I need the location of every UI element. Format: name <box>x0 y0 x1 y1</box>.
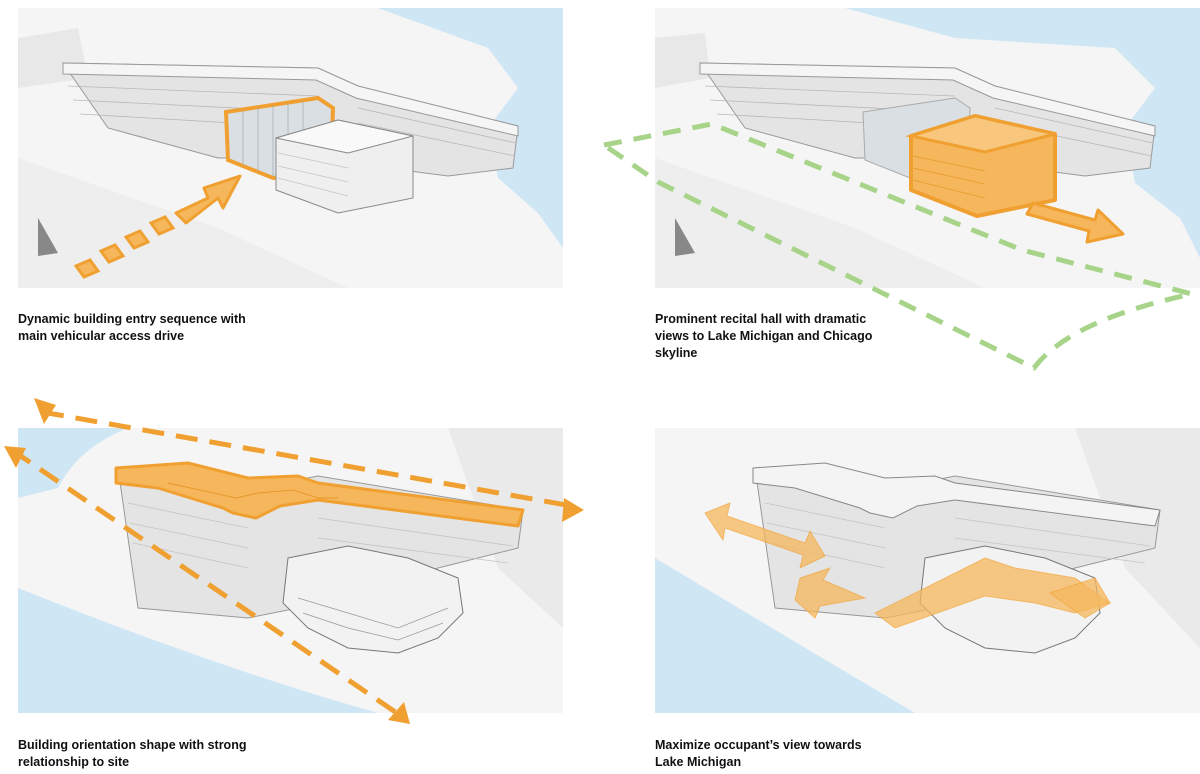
caption-line: Lake Michigan <box>655 755 742 769</box>
arrowhead-right <box>562 498 584 522</box>
panel-recital-hall: Prominent recital hall with dramatic vie… <box>655 8 1200 360</box>
access-drive-dashes <box>73 215 176 279</box>
caption-recital: Prominent recital hall with dramatic vie… <box>655 311 955 362</box>
caption-line: Prominent recital hall with dramatic <box>655 312 867 326</box>
recital-hall-diagram <box>655 8 1200 288</box>
caption-orientation: Building orientation shape with strong r… <box>18 737 318 771</box>
caption-line: Maximize occupant’s view towards <box>655 738 862 752</box>
panel-orientation: Building orientation shape with strong r… <box>18 428 563 769</box>
entry-sequence-diagram <box>18 8 563 288</box>
lake-water <box>378 8 563 248</box>
recital-hall-lines <box>277 152 349 197</box>
caption-line: views to Lake Michigan and Chicago <box>655 329 873 343</box>
panel-entry-sequence: Dynamic building entry sequence with mai… <box>18 8 563 343</box>
site-block <box>655 33 710 88</box>
caption-line: relationship to site <box>18 755 130 769</box>
plaza-ground <box>18 158 348 288</box>
caption-entry: Dynamic building entry sequence with mai… <box>18 311 318 345</box>
view-arrow-southwest <box>794 567 867 619</box>
view-arrows <box>704 502 1112 629</box>
site-marker <box>38 218 58 256</box>
views-diagram <box>655 428 1200 713</box>
arrowhead-top-left <box>34 398 56 424</box>
entry-arrow <box>174 174 242 225</box>
lake-shore <box>655 558 915 713</box>
building-roof <box>752 462 1161 527</box>
caption-line: Building orientation shape with strong <box>18 738 247 752</box>
caption-line: main vehicular access drive <box>18 329 185 343</box>
caption-line: Dynamic building entry sequence with <box>18 312 246 326</box>
caption-line: skyline <box>655 346 698 360</box>
building-roof <box>62 62 519 137</box>
panel-views: Maximize occupant’s view towards Lake Mi… <box>655 428 1200 769</box>
caption-views: Maximize occupant’s view towards Lake Mi… <box>655 737 955 771</box>
view-arrow-west <box>704 502 826 569</box>
recital-hall-roof <box>275 119 414 154</box>
view-arrow-east <box>1048 577 1111 619</box>
orientation-diagram <box>18 428 563 713</box>
